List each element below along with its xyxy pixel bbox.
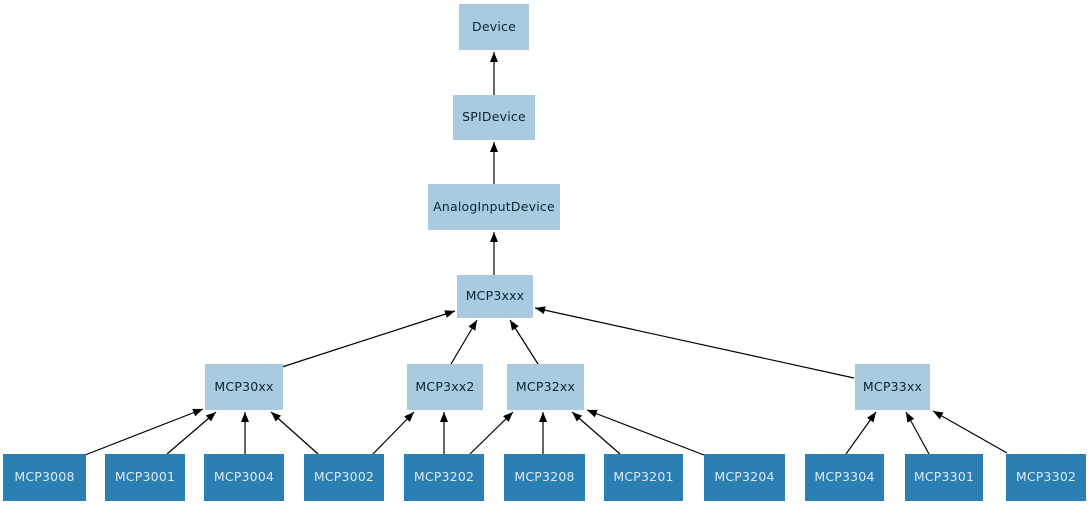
class-node-MCP33xx: MCP33xx	[855, 364, 930, 410]
class-node-MCP3002: MCP3002	[304, 454, 384, 501]
class-node-MCP30xx: MCP30xx	[205, 364, 283, 410]
class-node-label: MCP3001	[114, 469, 176, 485]
class-node-label: Device	[472, 18, 516, 34]
class-node-label: MCP3301	[913, 469, 975, 485]
class-node-MCP3202: MCP3202	[404, 454, 484, 501]
class-node-MCP3004: MCP3004	[204, 454, 284, 501]
class-node-label: SPIDevice	[462, 109, 526, 125]
class-node-label: MCP3208	[514, 469, 575, 485]
class-node-label: MCP3004	[213, 469, 275, 485]
class-node-label: MCP32xx	[515, 378, 576, 394]
class-node-MCP3302: MCP3302	[1006, 454, 1086, 501]
class-node-MCP3008: MCP3008	[3, 454, 86, 501]
class-node-MCP3xxx: MCP3xxx	[457, 275, 533, 318]
class-node-label: MCP3xx2	[415, 378, 475, 394]
class-node-label: MCP30xx	[214, 378, 274, 394]
class-node-label: MCP3xxx	[465, 288, 525, 304]
class-node-label: MCP3304	[814, 469, 875, 485]
class-node-label: MCP3008	[14, 469, 75, 485]
class-node-MCP3xx2: MCP3xx2	[407, 364, 483, 410]
class-node-label: MCP3201	[613, 469, 674, 485]
class-node-AnalogInputDevice: AnalogInputDevice	[428, 184, 560, 230]
class-node-label: MCP3002	[313, 469, 375, 485]
class-node-label: MCP3204	[714, 469, 775, 485]
class-node-label: MCP3302	[1015, 469, 1077, 485]
class-node-MCP3304: MCP3304	[805, 454, 884, 501]
class-node-MCP3208: MCP3208	[504, 454, 585, 501]
class-node-label: AnalogInputDevice	[433, 198, 555, 214]
class-node-MCP32xx: MCP32xx	[507, 364, 584, 410]
class-node-MCP3201: MCP3201	[604, 454, 683, 501]
class-node-SPIDevice: SPIDevice	[453, 95, 535, 140]
class-node-MCP3301: MCP3301	[905, 454, 983, 501]
class-node-MCP3001: MCP3001	[105, 454, 185, 501]
class-node-Device: Device	[459, 4, 529, 50]
class-node-label: MCP33xx	[862, 378, 923, 394]
class-node-MCP3204: MCP3204	[704, 454, 785, 501]
class-node-label: MCP3202	[413, 469, 475, 485]
